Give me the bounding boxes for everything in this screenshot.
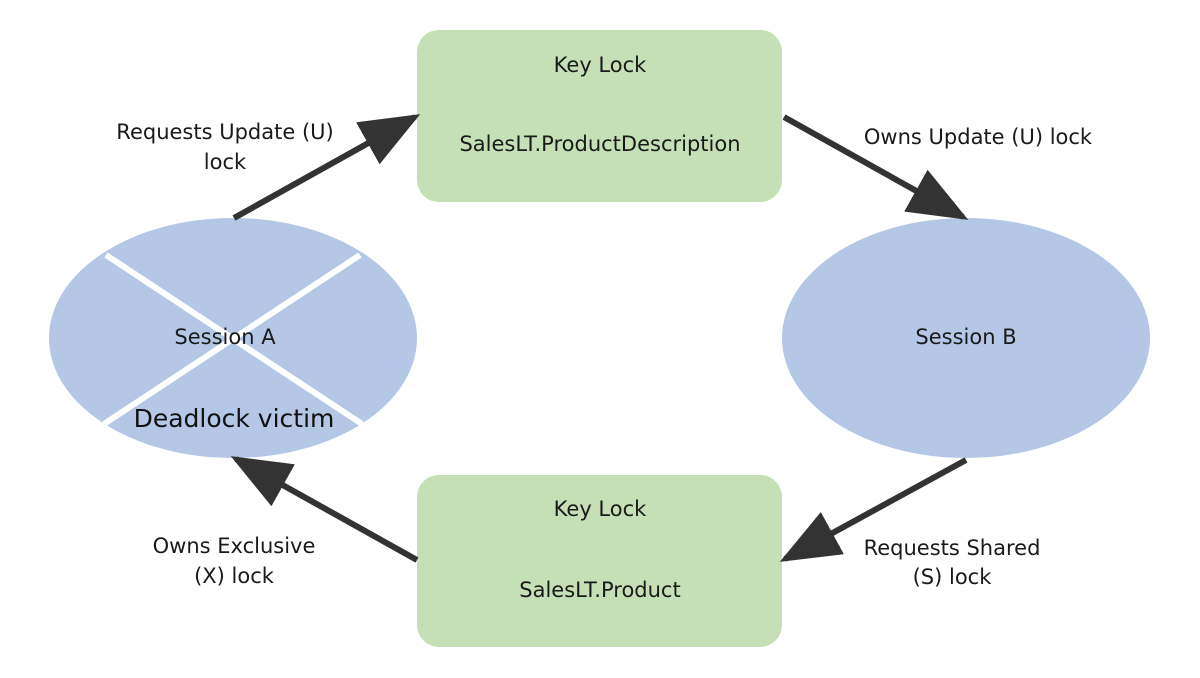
session-a-label: Session A	[174, 325, 276, 349]
arrow-session-b-to-bottom-lock	[779, 457, 968, 562]
edge-label-requests-update: Requests Update (U) lock	[116, 120, 333, 174]
edge-label-requests-update-line2: lock	[204, 150, 247, 174]
session-b-ellipse	[782, 218, 1150, 458]
victim-cross-line-2	[102, 252, 362, 427]
edge-label-requests-update-line1: Requests Update (U)	[116, 120, 333, 144]
session-b-label: Session B	[915, 325, 1016, 349]
key-lock-bottom-resource: SalesLT.Product	[519, 578, 680, 602]
edge-label-requests-shared-line2: (S) lock	[913, 565, 993, 589]
key-lock-top-resource: SalesLT.ProductDescription	[459, 132, 740, 156]
key-lock-bottom-box	[417, 475, 782, 647]
key-lock-top: Key Lock SalesLT.ProductDescription	[417, 30, 782, 202]
session-a: Session A Deadlock victim	[49, 218, 417, 458]
edge-label-owns-exclusive-line2: (X) lock	[194, 564, 275, 588]
arrow-top-lock-to-session-b	[782, 114, 969, 220]
session-b: Session B	[782, 218, 1150, 458]
edge-label-requests-shared-line1: Requests Shared	[864, 536, 1041, 560]
key-lock-bottom-title: Key Lock	[554, 497, 647, 521]
edge-label-requests-shared: Requests Shared (S) lock	[864, 536, 1041, 589]
key-lock-top-title: Key Lock	[554, 53, 647, 77]
arrow-bottom-lock-to-session-a	[230, 456, 419, 563]
deadlock-victim-label: Deadlock victim	[134, 404, 335, 433]
edge-label-owns-update: Owns Update (U) lock	[864, 125, 1093, 149]
edge-label-owns-exclusive-line1: Owns Exclusive	[153, 534, 316, 558]
arrow-session-a-to-top-lock	[232, 114, 421, 221]
edge-label-owns-exclusive: Owns Exclusive (X) lock	[153, 534, 316, 588]
edge-label-owns-update-line1: Owns Update (U) lock	[864, 125, 1093, 149]
key-lock-bottom: Key Lock SalesLT.Product	[417, 475, 782, 647]
key-lock-top-box	[417, 30, 782, 202]
